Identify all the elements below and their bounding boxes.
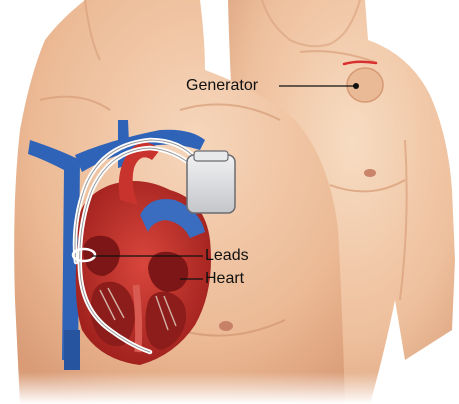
- back-torso-nipple: [364, 169, 376, 177]
- generator-label: Generator: [186, 78, 258, 94]
- generator-body: [187, 155, 235, 213]
- implant-bump: [347, 68, 383, 102]
- heart-label: Heart: [205, 271, 244, 287]
- pacemaker-generator: [187, 151, 235, 213]
- generator-header: [194, 151, 228, 161]
- front-torso-nipple: [219, 321, 233, 331]
- septum: [136, 285, 139, 352]
- bottom-fade: [0, 372, 459, 404]
- leads-label: Leads: [205, 248, 249, 264]
- vena-cava-lower: [64, 330, 80, 370]
- generator-pointer-dot: [353, 83, 359, 89]
